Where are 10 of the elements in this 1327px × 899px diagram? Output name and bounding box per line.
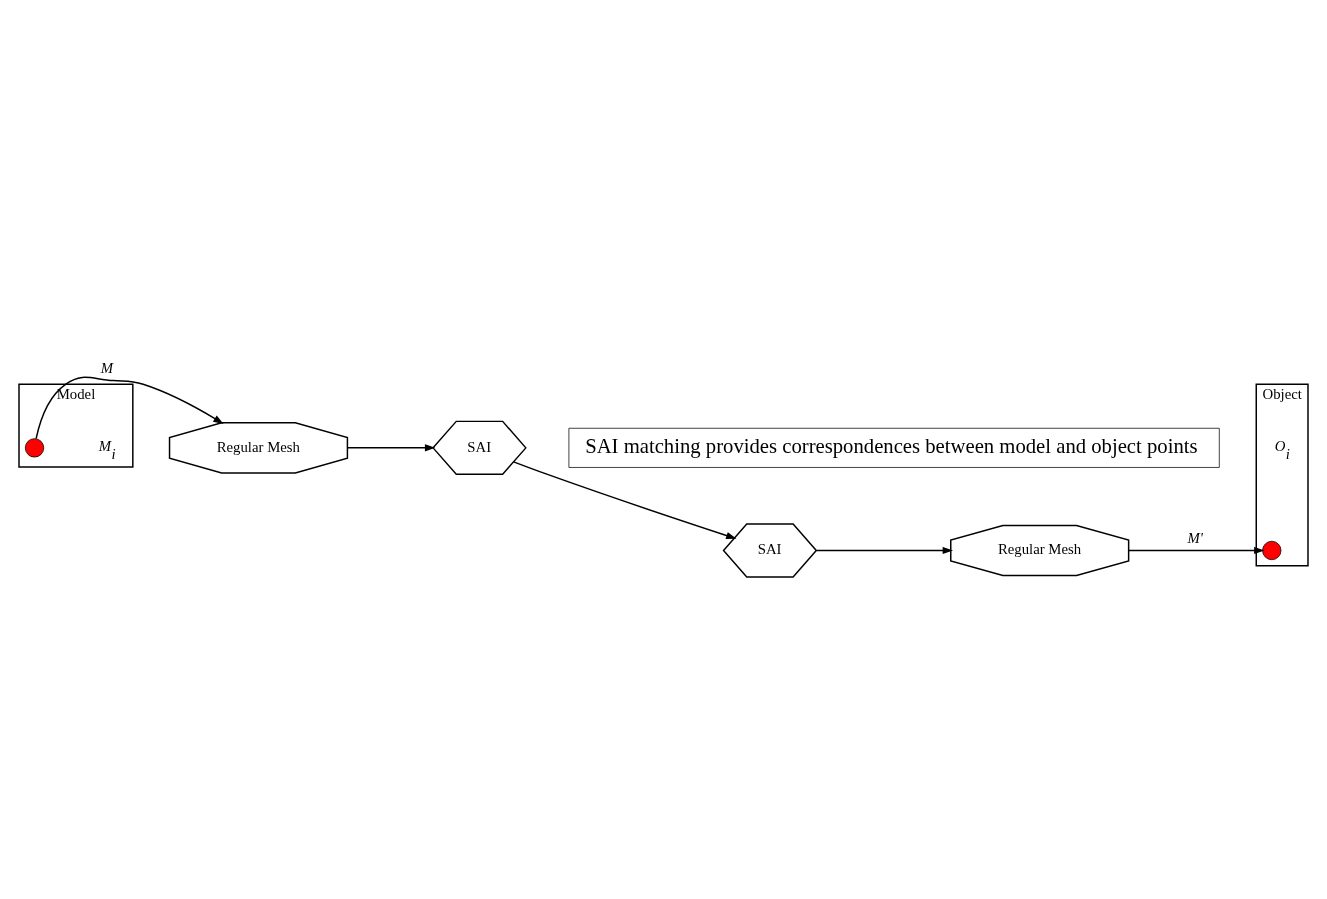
arrow (35, 376, 224, 439)
edge-label: M (100, 359, 113, 376)
arrow (512, 460, 737, 539)
node-box: SAI matching provides correspondences between model and object points (568, 427, 1220, 468)
edge-label: M' (1187, 529, 1203, 546)
arrow (1128, 546, 1265, 554)
arrow (346, 443, 436, 451)
arrow (815, 546, 954, 554)
node-circle (24, 437, 45, 457)
node-circle (1262, 540, 1282, 560)
